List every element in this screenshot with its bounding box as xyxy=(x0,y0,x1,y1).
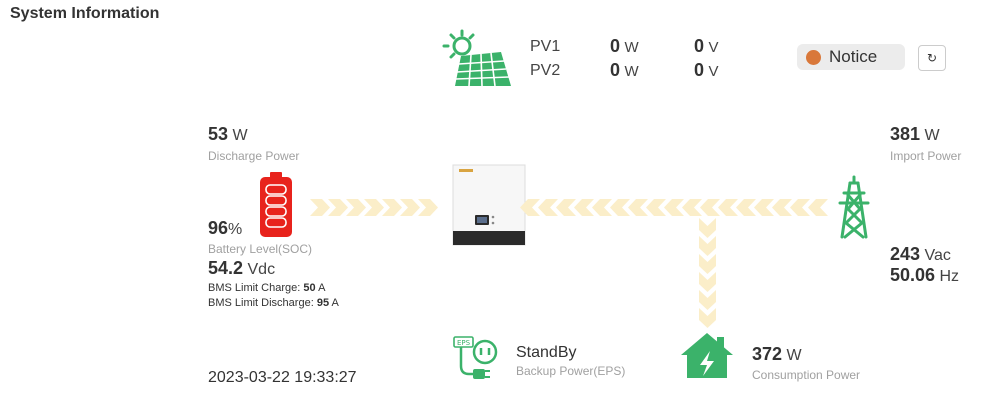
discharge-power: 53 W xyxy=(208,124,248,145)
eps-status: StandBy xyxy=(516,344,577,361)
consumption-value: 372 xyxy=(752,344,783,364)
bms-discharge-unit: A xyxy=(331,297,339,309)
home-icon xyxy=(681,333,733,378)
import-label: Import Power xyxy=(890,149,962,163)
grid-frequency-unit: Hz xyxy=(939,268,960,285)
notice-status-dot xyxy=(806,49,821,65)
inverter-icon xyxy=(452,164,526,246)
grid-voltage-unit: Vac xyxy=(924,247,951,264)
import-value: 381 xyxy=(890,124,921,144)
consumption-unit: W xyxy=(786,347,802,364)
grid-flow-arrows xyxy=(520,199,828,216)
discharge-label: Discharge Power xyxy=(208,149,300,163)
pv1-voltage-value: 0 xyxy=(694,36,705,56)
pv2-label: PV2 xyxy=(530,62,561,79)
power-tower-icon xyxy=(838,175,870,239)
consumption-label: Consumption Power xyxy=(752,368,861,382)
bms-discharge-value: 95 xyxy=(316,297,330,309)
svg-text:EPS: EPS xyxy=(457,339,471,347)
pv2-power-value: 0 xyxy=(610,60,621,80)
bms-charge-label: BMS Limit Charge: xyxy=(208,282,301,294)
notice-button[interactable]: Notice xyxy=(797,44,905,70)
pv1-voltage-unit: V xyxy=(708,39,719,56)
battery-voltage-value: 54.2 xyxy=(208,258,244,278)
eps-label: Backup Power(EPS) xyxy=(516,364,626,378)
battery-soc: 96% xyxy=(208,218,242,239)
consumption-flow-arrows xyxy=(699,218,716,328)
discharge-value: 53 xyxy=(208,124,229,144)
pv2-power-unit: W xyxy=(624,63,639,80)
eps-plug-icon: EPS xyxy=(453,336,498,379)
bms-limit-discharge: BMS Limit Discharge: 95 A xyxy=(208,297,339,309)
page-title: System Information xyxy=(10,5,160,22)
import-unit: W xyxy=(924,127,940,144)
grid-frequency-value: 50.06 xyxy=(890,265,936,285)
refresh-icon: ↻ xyxy=(926,51,938,65)
bms-charge-value: 50 xyxy=(303,282,316,294)
pv1-label: PV1 xyxy=(530,38,561,55)
soc-label: Battery Level(SOC) xyxy=(208,242,313,256)
grid-voltage: 243 Vac xyxy=(890,244,951,265)
bms-charge-unit: A xyxy=(318,282,326,294)
pv2-voltage-value: 0 xyxy=(694,60,705,80)
grid-voltage-value: 243 xyxy=(890,244,921,264)
pv1-row: PV1 0 W 0 V xyxy=(530,36,770,58)
soc-value: 96 xyxy=(208,218,229,238)
discharge-unit: W xyxy=(232,127,248,144)
bms-limit-charge: BMS Limit Charge: 50 A xyxy=(208,282,325,294)
refresh-button[interactable]: ↻ xyxy=(918,45,946,71)
pv1-power-unit: W xyxy=(624,39,639,56)
pv2-row: PV2 0 W 0 V xyxy=(530,60,770,82)
battery-voltage-unit: Vdc xyxy=(247,261,276,278)
import-power: 381 W xyxy=(890,124,940,145)
battery-voltage: 54.2 Vdc xyxy=(208,258,275,279)
timestamp: 2023-03-22 19:33:27 xyxy=(208,369,357,386)
battery-flow-arrows xyxy=(310,199,438,216)
battery-icon xyxy=(260,172,292,237)
grid-frequency: 50.06 Hz xyxy=(890,265,959,286)
bms-discharge-label: BMS Limit Discharge: xyxy=(208,297,314,309)
solar-panel-icon xyxy=(442,29,511,87)
pv1-power-value: 0 xyxy=(610,36,621,56)
soc-unit: % xyxy=(228,221,243,238)
pv2-voltage-unit: V xyxy=(708,63,719,80)
notice-label: Notice xyxy=(829,47,878,66)
consumption-power: 372 W xyxy=(752,344,802,365)
